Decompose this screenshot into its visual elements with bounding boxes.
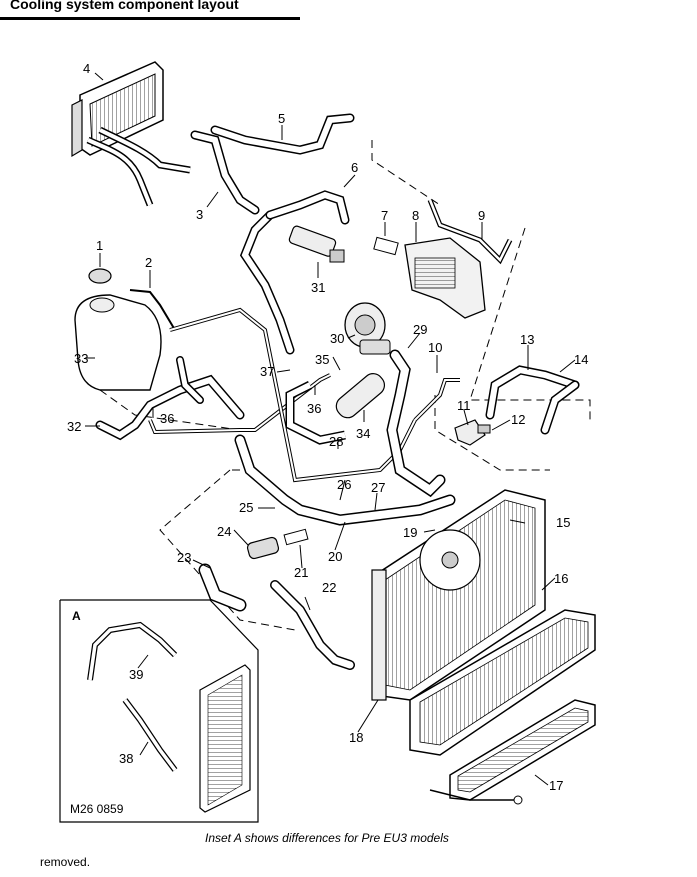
callout-31: 31 (311, 280, 325, 295)
callout-28: 28 (329, 434, 343, 449)
water-pump (344, 302, 391, 355)
callout-9: 9 (478, 208, 485, 223)
callout-20: 20 (328, 549, 342, 564)
callout-10: 10 (428, 340, 442, 355)
valve-34 (285, 373, 386, 445)
callout-29: 29 (413, 322, 427, 337)
valve-31 (288, 225, 345, 263)
thermostat-housing (373, 199, 513, 319)
callout-33: 33 (74, 351, 88, 366)
thermostat-11 (454, 419, 491, 446)
callout-38: 38 (119, 751, 133, 766)
callout-18: 18 (349, 730, 363, 745)
leader-lines (85, 72, 576, 786)
callout-30: 30 (330, 331, 344, 346)
callout-26: 26 (337, 477, 351, 492)
callout-24: 24 (217, 524, 231, 539)
heater-matrix (71, 61, 191, 207)
callout-34: 34 (356, 426, 370, 441)
callout-21: 21 (294, 565, 308, 580)
callout-13: 13 (520, 332, 534, 347)
footnote-text: removed. (40, 855, 91, 869)
right-hoses (485, 365, 580, 435)
grouping-lines (99, 140, 591, 631)
thermostat-24 (246, 528, 309, 560)
page-title: Cooling system component layout (10, 0, 239, 12)
callout-4: 4 (83, 61, 90, 76)
callout-39: 39 (129, 667, 143, 682)
callout-5: 5 (278, 111, 285, 126)
callout-19: 19 (403, 525, 417, 540)
callout-17: 17 (549, 778, 563, 793)
callout-2: 2 (145, 255, 152, 270)
condenser (409, 609, 596, 756)
callout-1: 1 (96, 238, 103, 253)
callout-12: 12 (511, 412, 525, 427)
callout-35: 35 (315, 352, 329, 367)
inset-code: M26 0859 (70, 802, 124, 816)
callout-3: 3 (196, 207, 203, 222)
callout-36-left: 36 (160, 411, 174, 426)
expansion-tank (74, 268, 176, 391)
figure-caption: Inset A shows differences for Pre EU3 mo… (205, 831, 449, 845)
callout-7: 7 (381, 208, 388, 223)
inset-label: A (72, 609, 81, 623)
callout-37: 37 (260, 364, 274, 379)
callout-8: 8 (412, 208, 419, 223)
lower-hoses (198, 349, 456, 670)
callout-6: 6 (351, 160, 358, 175)
radiator (371, 489, 546, 701)
callout-32: 32 (67, 419, 81, 434)
callout-23: 23 (177, 550, 191, 565)
hose-6 (239, 190, 350, 355)
callout-labels: 4 5 3 6 7 8 9 1 2 31 30 29 10 13 14 11 1… (67, 61, 588, 816)
callout-14: 14 (574, 352, 588, 367)
heater-hoses (190, 113, 355, 215)
callout-27: 27 (371, 480, 385, 495)
callout-25: 25 (239, 500, 253, 515)
title-underline (0, 17, 300, 20)
callout-11: 11 (457, 398, 471, 413)
inset-a (59, 599, 259, 823)
callout-16: 16 (554, 571, 568, 586)
hose-32 (95, 356, 245, 441)
oil-cooler (429, 699, 596, 805)
callout-22: 22 (322, 580, 336, 595)
callout-15: 15 (556, 515, 570, 530)
callout-36-right: 36 (307, 401, 321, 416)
